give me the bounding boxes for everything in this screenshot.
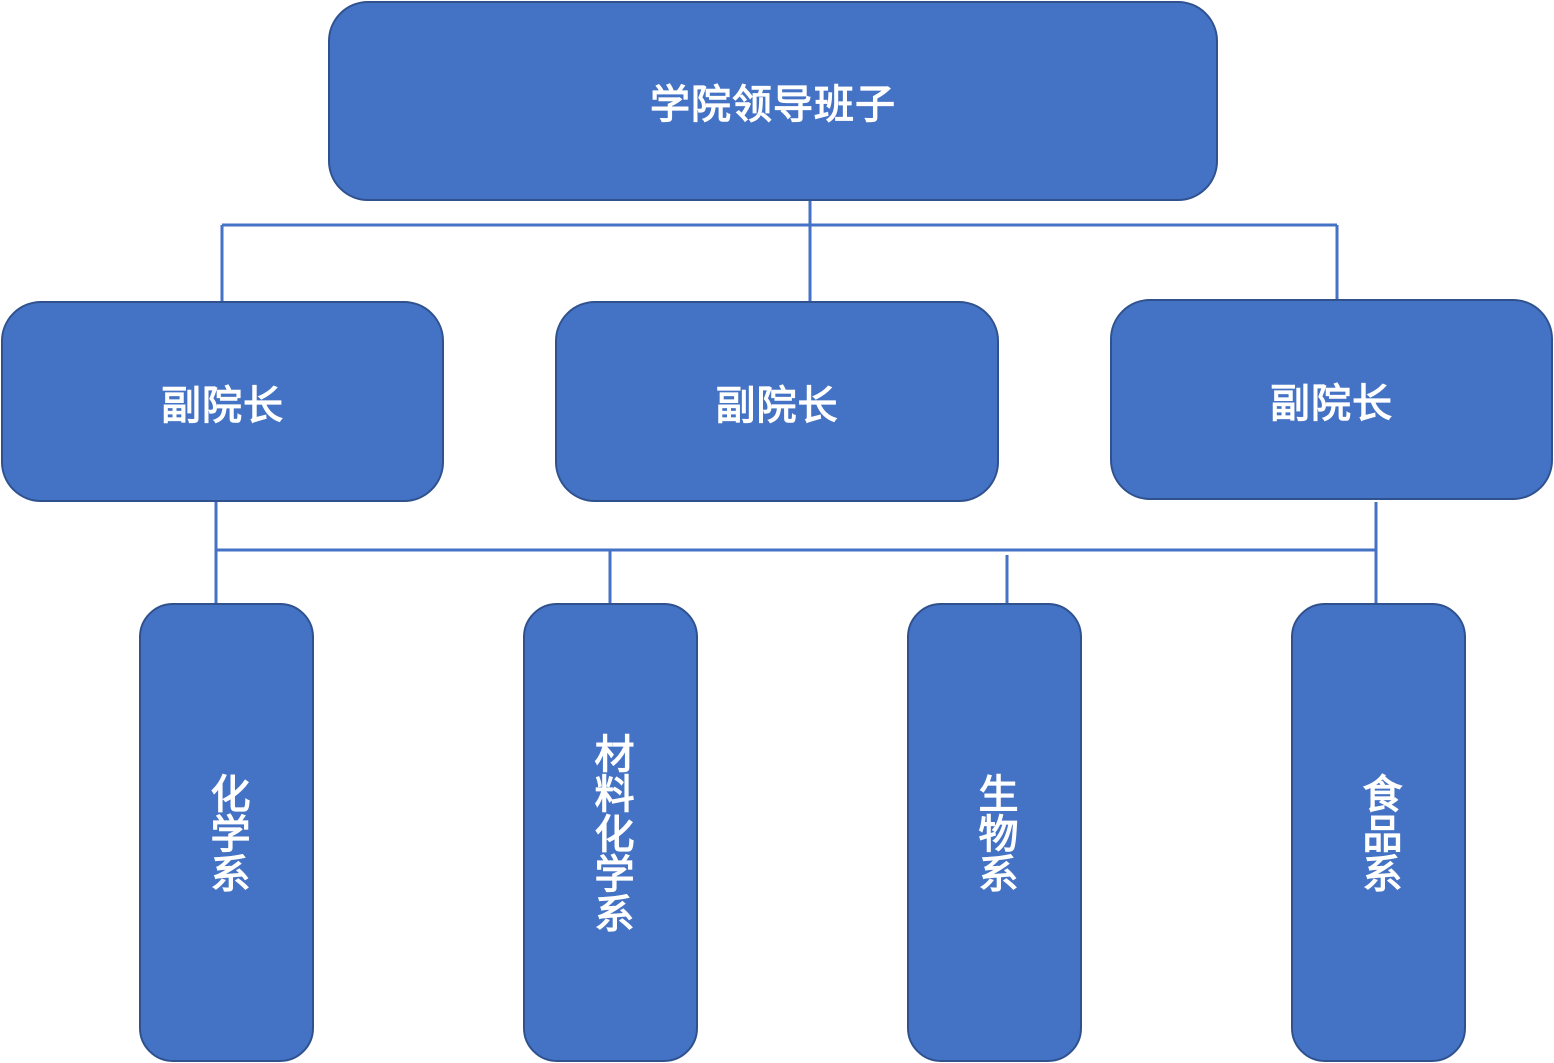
vice-dean-label: 副院长 xyxy=(161,382,284,429)
department-node-biology: 生物系 xyxy=(907,603,1082,1062)
department-node-chemistry: 化学系 xyxy=(139,603,314,1062)
department-label: 材料化学系 xyxy=(587,732,634,933)
root-node: 学院领导班子 xyxy=(328,1,1218,201)
vice-dean-label: 副院长 xyxy=(1270,380,1393,427)
department-label: 化学系 xyxy=(203,772,250,893)
department-node-materials-chemistry: 材料化学系 xyxy=(523,603,698,1062)
vice-dean-node-1: 副院长 xyxy=(1,301,444,502)
vice-dean-node-3: 副院长 xyxy=(1110,299,1553,500)
vice-dean-node-2: 副院长 xyxy=(555,301,999,502)
vice-dean-label: 副院长 xyxy=(715,382,839,429)
department-label: 食品系 xyxy=(1355,772,1402,893)
department-node-food: 食品系 xyxy=(1291,603,1466,1062)
root-node-label: 学院领导班子 xyxy=(650,82,896,128)
department-label: 生物系 xyxy=(971,772,1018,893)
